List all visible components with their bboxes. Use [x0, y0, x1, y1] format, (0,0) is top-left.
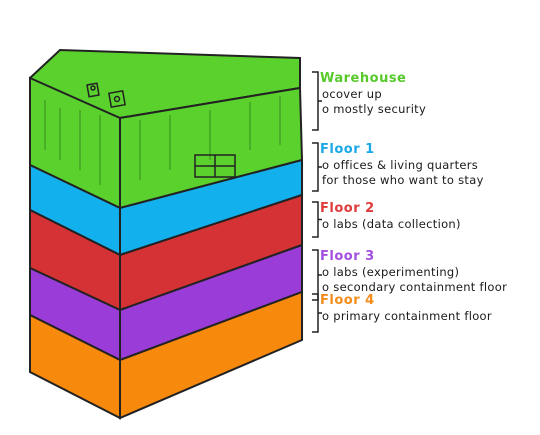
floor3-note: o secondary containment floor	[322, 280, 507, 294]
floor1-note: o offices & living quarters	[322, 158, 478, 172]
floor4-note: o primary containment floor	[322, 309, 492, 323]
floor3-title: Floor 3	[320, 249, 375, 264]
warehouse-bracket	[312, 71, 322, 131]
floor1-title: Floor 1	[320, 142, 375, 157]
floor4-front-face	[119, 290, 303, 420]
warehouse-title: Warehouse	[320, 71, 406, 86]
floor3-bracket	[312, 249, 322, 301]
warehouse-note: o mostly security	[322, 102, 426, 116]
warehouse-shading	[44, 96, 281, 185]
floor1-bracket	[312, 142, 322, 192]
floor1-note: for those who want to stay	[322, 173, 484, 187]
warehouse-note: ocover up	[322, 87, 382, 101]
floor3-note: o labs (experimenting)	[322, 265, 459, 279]
floor4-title: Floor 4	[320, 293, 375, 308]
floor2-bracket	[312, 201, 322, 238]
camera-icon	[86, 82, 100, 98]
floor4-bracket	[312, 293, 322, 333]
door-icon	[194, 154, 236, 178]
camera-icon	[108, 90, 126, 108]
floor2-title: Floor 2	[320, 201, 375, 216]
floor2-note: o labs (data collection)	[322, 217, 461, 231]
